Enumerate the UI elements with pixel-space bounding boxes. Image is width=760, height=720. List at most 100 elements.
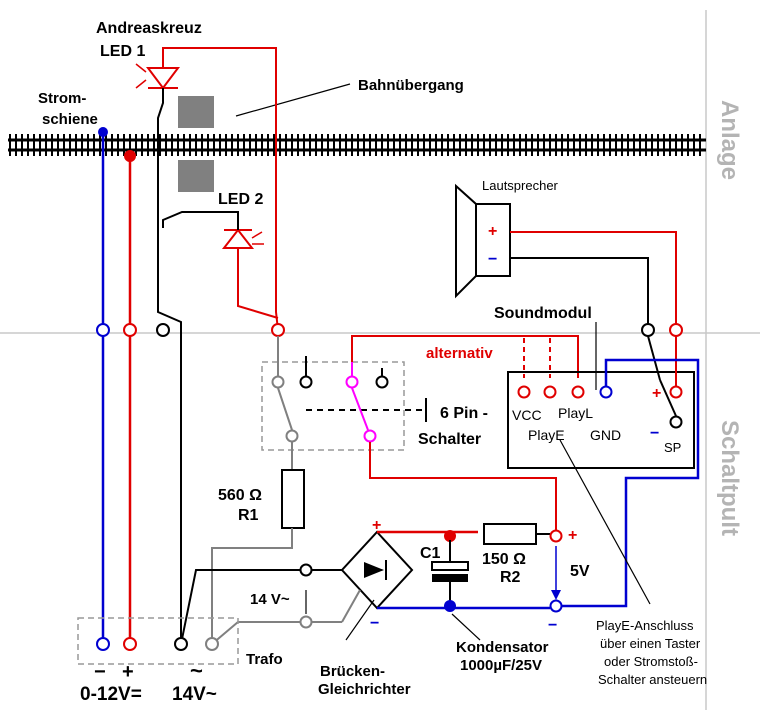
pin-gnd: [599, 385, 613, 399]
pin-playl: [571, 385, 585, 399]
side-label-schaltpult: Schaltpult: [716, 420, 743, 536]
led1-symbol: [135, 63, 180, 90]
bahnuebergang-pointer: [235, 83, 351, 117]
node-speaker-plus-interface: [669, 323, 683, 337]
label-playe-note-1: PlayE-Anschluss: [596, 618, 694, 633]
pin-sp-plus: [669, 385, 683, 399]
label-c1: C1: [420, 545, 441, 562]
label-sp-plus: +: [652, 385, 661, 402]
label-sp: SP: [664, 440, 681, 455]
soundmodul-box: [507, 371, 695, 469]
terminal-dc-minus: [96, 637, 110, 651]
track: [8, 134, 706, 156]
crossing-block-top: [178, 96, 214, 128]
wire-playl: [351, 335, 579, 378]
node-speaker-minus-interface: [641, 323, 655, 337]
label-r2-value: 150 Ω: [482, 551, 526, 568]
label-r1: R1: [238, 507, 259, 524]
pin-playe: [543, 385, 557, 399]
kondensator-pointer: [451, 613, 481, 641]
label-andreaskreuz: Andreaskreuz: [96, 20, 202, 37]
wire-r1-trafo: [211, 528, 293, 644]
label-playl: PlayL: [558, 405, 593, 421]
playe-note-pointer: [559, 439, 651, 605]
rail-contact-blue: [98, 127, 108, 137]
node-c1-plus: [444, 530, 456, 542]
wire-trafo-14v-gray: [211, 621, 306, 645]
switch-lever-left: [277, 387, 293, 431]
label-schalter: Schalter: [418, 431, 481, 448]
node-c1-minus: [444, 600, 456, 612]
label-14v: 14 V~: [250, 591, 290, 608]
label-kondensator: Kondensator: [456, 639, 549, 656]
wire-led2-black: [162, 211, 239, 230]
label-5v-plus: +: [568, 527, 577, 544]
label-playe-note-2: über einen Taster: [600, 636, 701, 651]
node-blue-interface: [96, 323, 110, 337]
label-playe-note-4: Schalter ansteuern: [598, 672, 707, 687]
switch-contact-1: [271, 375, 285, 389]
terminal-dc-plus: [123, 637, 137, 651]
label-gleichrichter-1: Brücken-: [320, 663, 385, 680]
switch-common-left: [285, 429, 299, 443]
label-supply-ac: 14V~: [172, 684, 217, 705]
wire-trafo-14v-black: [180, 569, 306, 645]
terminal-ac-2: [205, 637, 219, 651]
wire-led2-red: [237, 248, 279, 319]
label-led2: LED 2: [218, 191, 263, 208]
gleichrichter-pointer: [345, 599, 375, 641]
terminal-ac-1: [174, 637, 188, 651]
label-kondensator-value: 1000µF/25V: [460, 657, 542, 674]
led2-symbol: [221, 228, 264, 249]
label-dc-minus-bus: −: [370, 615, 379, 632]
switch-contact-3: [345, 375, 359, 389]
wire-led1-black: [157, 88, 182, 644]
label-sp-minus: −: [650, 425, 659, 442]
resistor-r2: [483, 523, 537, 545]
node-red-interface: [123, 323, 137, 337]
capacitor-c1: [431, 561, 469, 571]
switch-common-right: [363, 429, 377, 443]
switch-contact-4: [375, 375, 389, 389]
node-5v-plus: [549, 529, 563, 543]
label-dc-plus-bus: +: [372, 517, 381, 534]
label-gleichrichter-2: Gleichrichter: [318, 681, 411, 698]
label-bahnuebergang: Bahnübergang: [358, 77, 464, 94]
crossing-block-bottom: [178, 160, 214, 192]
label-speaker-plus: +: [488, 223, 497, 240]
wire-switch-5v: [369, 442, 557, 536]
speaker-symbol: [455, 183, 511, 299]
label-vcc: VCC: [512, 407, 542, 423]
pin-vcc: [517, 385, 531, 399]
node-5v-minus: [549, 599, 563, 613]
wire-speaker-minus: [510, 257, 649, 330]
label-5v: 5V: [570, 563, 590, 580]
label-strom: Strom-: [38, 90, 86, 107]
label-terminal-tilde: ~: [190, 658, 203, 683]
node-led-interface: [271, 323, 285, 337]
switch-box: [261, 361, 405, 451]
pin-sp-minus: [669, 415, 683, 429]
label-lautsprecher: Lautsprecher: [482, 178, 559, 193]
resistor-r1: [281, 469, 305, 529]
wire-gnd-blue: [556, 358, 700, 608]
rail-contact-red: [124, 150, 136, 162]
label-r2: R2: [500, 569, 521, 586]
label-5v-minus: −: [548, 617, 557, 634]
switch-contact-2: [299, 375, 313, 389]
label-speaker-minus: −: [488, 251, 497, 268]
label-6pin: 6 Pin -: [440, 405, 488, 422]
trafo-box: [77, 617, 239, 665]
label-schiene: schiene: [42, 111, 98, 128]
node-14v-bottom: [299, 615, 313, 629]
side-label-anlage: Anlage: [716, 100, 743, 180]
switch-lever-right: [351, 387, 369, 431]
node-black-interface: [156, 323, 170, 337]
label-playe-note-3: oder Stromstoß-: [604, 654, 698, 669]
label-led1: LED 1: [100, 43, 145, 60]
bridge-rectifier: [340, 530, 414, 610]
node-14v-top: [299, 563, 313, 577]
label-gnd: GND: [590, 427, 621, 443]
label-trafo: Trafo: [246, 651, 283, 668]
